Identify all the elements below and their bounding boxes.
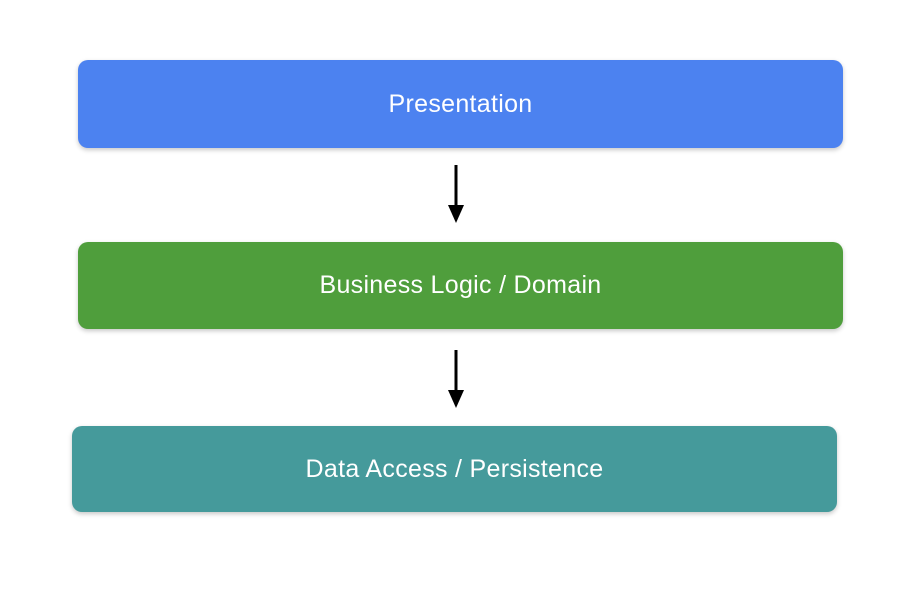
down-arrow-icon: [448, 350, 464, 408]
node-business-logic-layer: Business Logic / Domain: [78, 242, 843, 329]
arrow-head: [448, 390, 464, 408]
data-access-layer-label: Data Access / Persistence: [305, 454, 604, 483]
presentation-layer-label: Presentation: [388, 89, 533, 118]
business-logic-layer-label: Business Logic / Domain: [319, 271, 602, 299]
arrow-head: [448, 205, 464, 223]
node-data-access-layer: Data Access / Persistence: [72, 426, 837, 512]
down-arrow-icon: [448, 165, 464, 223]
node-presentation-layer: Presentation: [78, 60, 843, 148]
